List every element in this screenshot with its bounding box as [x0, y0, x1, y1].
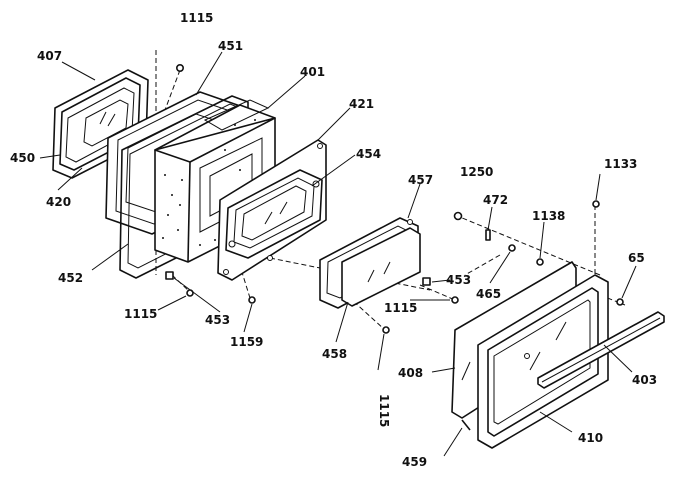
label-421: 421 — [349, 97, 374, 111]
label-1159: 1159 — [230, 335, 263, 349]
label-403: 403 — [632, 373, 657, 387]
label-457: 457 — [408, 173, 433, 187]
label-450: 450 — [10, 151, 35, 165]
label-1115-mid: 1115 — [384, 301, 417, 315]
label-1133: 1133 — [604, 157, 637, 171]
part-410-outer-frame — [477, 274, 609, 449]
part-labels: 407 1115 451 401 421 450 420 454 457 125… — [10, 11, 657, 469]
label-465: 465 — [476, 287, 501, 301]
label-454: 454 — [356, 147, 381, 161]
screw-1250 — [453, 211, 463, 221]
leader-lines — [39, 51, 637, 457]
part-459 — [461, 419, 471, 431]
clip-472 — [485, 229, 491, 241]
part-454-window-pack — [225, 169, 323, 259]
spacer-1138 — [536, 258, 544, 266]
label-453-left: 453 — [205, 313, 230, 327]
label-407: 407 — [37, 49, 62, 63]
screw-1115-top — [176, 64, 185, 73]
screw-1133 — [592, 200, 600, 208]
label-408: 408 — [398, 366, 423, 380]
screw-1159 — [248, 296, 256, 304]
label-1115-top: 1115 — [180, 11, 213, 25]
part-458-glass — [341, 227, 421, 307]
label-453-right: 453 — [446, 273, 471, 287]
nut-453-right — [422, 277, 431, 286]
label-401: 401 — [300, 65, 325, 79]
part-403-handle — [537, 311, 665, 389]
label-452: 452 — [58, 271, 83, 285]
label-1138: 1138 — [532, 209, 565, 223]
label-1250: 1250 — [460, 165, 493, 179]
label-458: 458 — [322, 347, 347, 361]
label-1115-bottom: 1115 — [377, 394, 391, 427]
screw-1115-mid — [451, 296, 459, 304]
label-420: 420 — [46, 195, 71, 209]
washer-465 — [508, 244, 516, 252]
label-410: 410 — [578, 431, 603, 445]
label-65: 65 — [628, 251, 645, 265]
label-459: 459 — [402, 455, 427, 469]
label-451: 451 — [218, 39, 243, 53]
label-1115-left: 1115 — [124, 307, 157, 321]
washer-65 — [616, 298, 624, 306]
label-472: 472 — [483, 193, 508, 207]
screw-1115-bottom — [382, 326, 390, 334]
nut-453-left — [165, 271, 174, 280]
fasteners — [165, 64, 624, 431]
